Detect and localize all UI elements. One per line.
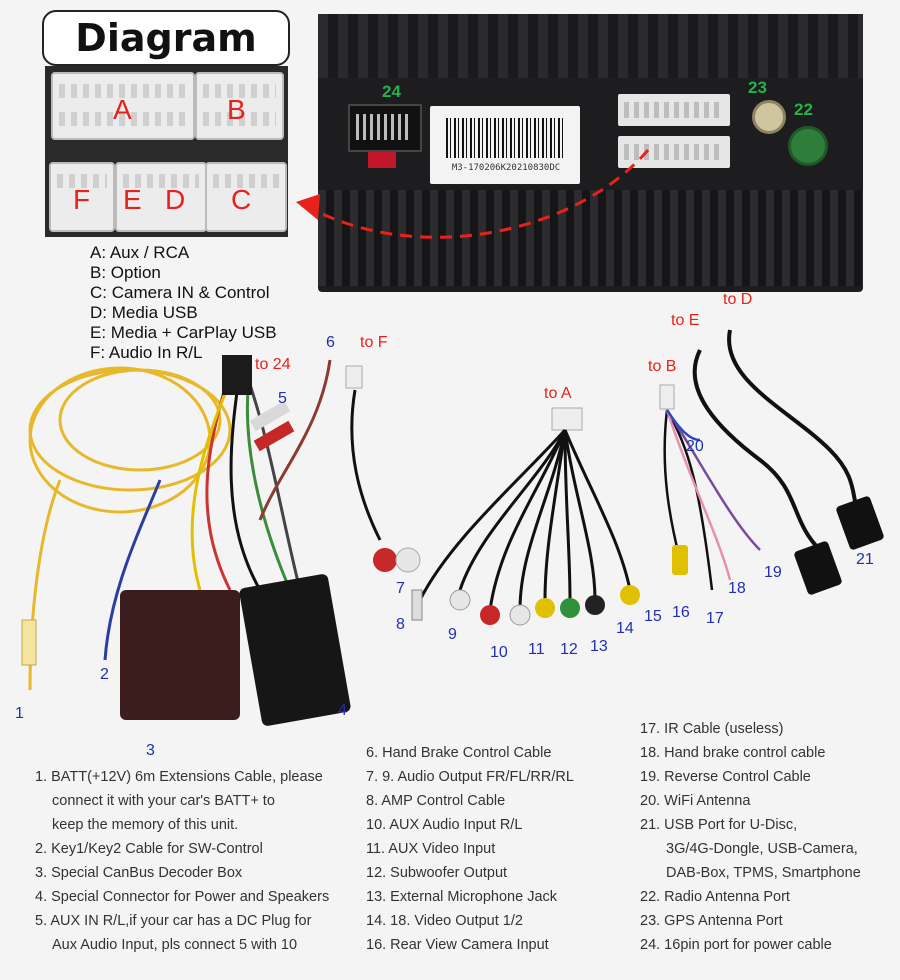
connector-f [49, 162, 115, 232]
gps-port [752, 100, 786, 134]
note-21-cont2: DAB-Box, TPMS, Smartphone [666, 865, 861, 881]
head-unit-back: M3-170206K20210830DC 24 23 22 [318, 14, 863, 292]
notes-column-3: 17. IR Cable (useless) 18. Hand brake co… [640, 717, 861, 957]
letter-f: F [73, 184, 91, 215]
note-4: 4. Special Connector for Power and Speak… [35, 889, 330, 905]
port-lower [618, 136, 730, 168]
harness-plug-24 [222, 355, 252, 395]
note-20: 20. WiFi Antenna [640, 793, 751, 809]
note-1: 1. BATT(+12V) 6m Extensions Cable, pleas… [35, 769, 323, 785]
letter-a: A [113, 94, 132, 125]
note-10: 10. AUX Audio Input R/L [366, 817, 523, 833]
callout-8: 8 [396, 616, 405, 633]
port-label-22: 22 [794, 100, 813, 119]
callout-5: 5 [278, 390, 287, 407]
connector-closeup: A B F E D C [45, 66, 288, 237]
callout-20: 20 [686, 438, 704, 455]
note-17: 17. IR Cable (useless) [640, 721, 784, 737]
callout-12: 12 [560, 641, 578, 658]
callout-11: 11 [528, 641, 545, 658]
diagram-title: Diagram [42, 10, 290, 66]
callout-13: 13 [590, 638, 608, 655]
callout-19: 19 [764, 564, 782, 581]
connector-a [51, 72, 195, 140]
letter-c: C [231, 184, 252, 215]
letter-d: D [165, 184, 186, 215]
port-label-23: 23 [748, 78, 767, 97]
special-connector [239, 574, 351, 726]
legend-a: A: Aux / RCA [90, 243, 190, 262]
connector-c [205, 162, 287, 232]
notes-column-1: 1. BATT(+12V) 6m Extensions Cable, pleas… [35, 765, 329, 957]
note-19: 19. Reverse Control Cable [640, 769, 811, 785]
callout-4: 4 [338, 702, 347, 719]
callout-17: 17 [706, 610, 724, 627]
usb-port-d [836, 496, 884, 550]
note-21: 21. USB Port for U-Disc, [640, 817, 798, 833]
note-21-cont: 3G/4G-Dongle, USB-Camera, [666, 841, 858, 857]
label-to-e: to E [671, 312, 700, 329]
note-14-18: 14. 18. Video Output 1/2 [366, 913, 523, 929]
callout-9: 9 [448, 626, 457, 643]
port-24 [348, 104, 422, 152]
callout-21: 21 [856, 551, 874, 568]
port-label-24: 24 [382, 82, 401, 101]
legend-f: F: Audio In R/L [90, 343, 203, 362]
connector-e-d [115, 162, 207, 232]
callout-7: 7 [396, 580, 405, 597]
note-2: 2. Key1/Key2 Cable for SW-Control [35, 841, 263, 857]
legend-c: C: Camera IN & Control [90, 283, 270, 302]
note-11: 11. AUX Video Input [366, 841, 496, 857]
note-12: 12. Subwoofer Output [366, 865, 508, 881]
note-18: 18. Hand brake control cable [640, 745, 826, 761]
note-8: 8. AMP Control Cable [366, 793, 506, 809]
notes-column-2: 6. Hand Brake Control Cable 7. 9. Audio … [366, 741, 574, 957]
callout-6: 6 [326, 334, 335, 351]
note-24: 24. 16pin port for power cable [640, 937, 832, 953]
fuse [368, 152, 396, 168]
connector-legend: A: Aux / RCA B: Option C: Camera IN & Co… [90, 243, 277, 363]
callout-15: 15 [644, 608, 662, 625]
note-5-cont: Aux Audio Input, pls connect 5 with 10 [52, 937, 298, 953]
note-7-9: 7. 9. Audio Output FR/FL/RR/RL [366, 769, 574, 785]
label-to-f: to F [360, 334, 388, 351]
callout-14: 14 [616, 620, 634, 637]
note-5: 5. AUX IN R/L,if your car has a DC Plug … [35, 913, 312, 929]
label-to-a: to A [544, 385, 572, 402]
note-13: 13. External Microphone Jack [366, 889, 558, 905]
label-to-b: to B [648, 358, 677, 375]
callout-18: 18 [728, 580, 746, 597]
callout-2: 2 [100, 666, 109, 683]
note-3: 3. Special CanBus Decoder Box [35, 865, 243, 881]
legend-e: E: Media + CarPlay USB [90, 323, 277, 342]
letter-e: E [123, 184, 142, 215]
radio-port [788, 126, 828, 166]
note-6: 6. Hand Brake Control Cable [366, 745, 552, 761]
serial-sticker: M3-170206K20210830DC [430, 106, 580, 184]
label-to-d: to D [723, 291, 753, 308]
letter-b: B [227, 94, 246, 125]
note-22: 22. Radio Antenna Port [640, 889, 790, 905]
legend-b: B: Option [90, 263, 161, 282]
canbus-decoder-box [120, 590, 240, 720]
note-1-cont: connect it with your car's BATT+ to [52, 793, 275, 809]
cable-harness-illustration [21, 329, 884, 726]
port-upper [618, 94, 730, 126]
label-to-24: to 24 [255, 356, 291, 373]
legend-d: D: Media USB [90, 303, 198, 322]
callout-3: 3 [146, 742, 155, 759]
note-1-cont2: keep the memory of this unit. [52, 817, 239, 833]
usb-port-e [794, 541, 842, 595]
callout-10: 10 [490, 644, 508, 661]
pointer-arrow [296, 149, 650, 239]
callout-16: 16 [672, 604, 690, 621]
batt-connector-tip [21, 619, 37, 666]
note-16: 16. Rear View Camera Input [366, 937, 549, 953]
callout-1: 1 [15, 705, 24, 722]
connector-b [195, 72, 284, 140]
note-23: 23. GPS Antenna Port [640, 913, 783, 929]
